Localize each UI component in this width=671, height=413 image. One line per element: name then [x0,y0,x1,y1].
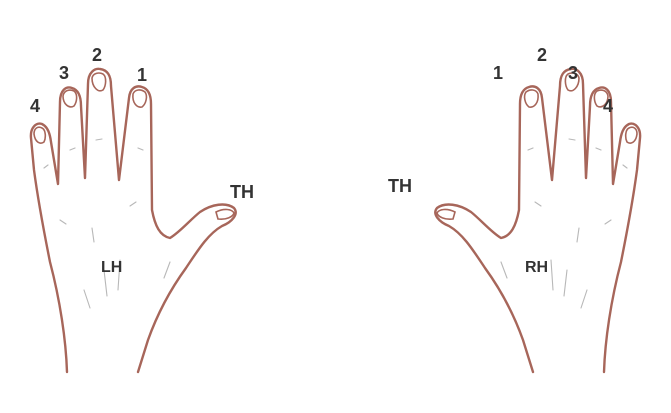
left-thumb-nail [215,208,235,220]
right-hand [434,67,642,374]
left-finger-2-label: 2 [92,45,103,65]
left-finger-4-label: 4 [30,96,41,116]
left-thumb-label: TH [230,182,254,202]
right-hand-label: RH [525,259,549,276]
right-finger-2-label: 2 [537,45,548,65]
left-nail-2 [91,72,107,92]
right-thumb-label: TH [388,176,412,196]
right-nail-2 [564,72,580,92]
left-hand [29,67,237,374]
right-finger-4-label: 4 [603,96,614,116]
left-finger-1-label: 1 [137,65,148,85]
right-finger-3-label: 3 [568,63,579,83]
left-finger-3-label: 3 [59,63,70,83]
left-nail-3 [62,89,78,108]
right-nail-1 [523,89,539,108]
left-nail-4 [33,126,47,144]
right-nail-3 [593,89,609,108]
right-nail-4 [624,126,638,144]
left-hand-label: LH [101,259,123,276]
right-thumb-nail [436,208,456,220]
left-hand-outline [29,67,237,374]
right-finger-1-label: 1 [493,63,504,83]
left-nail-1 [132,89,148,108]
right-hand-outline [434,67,642,374]
